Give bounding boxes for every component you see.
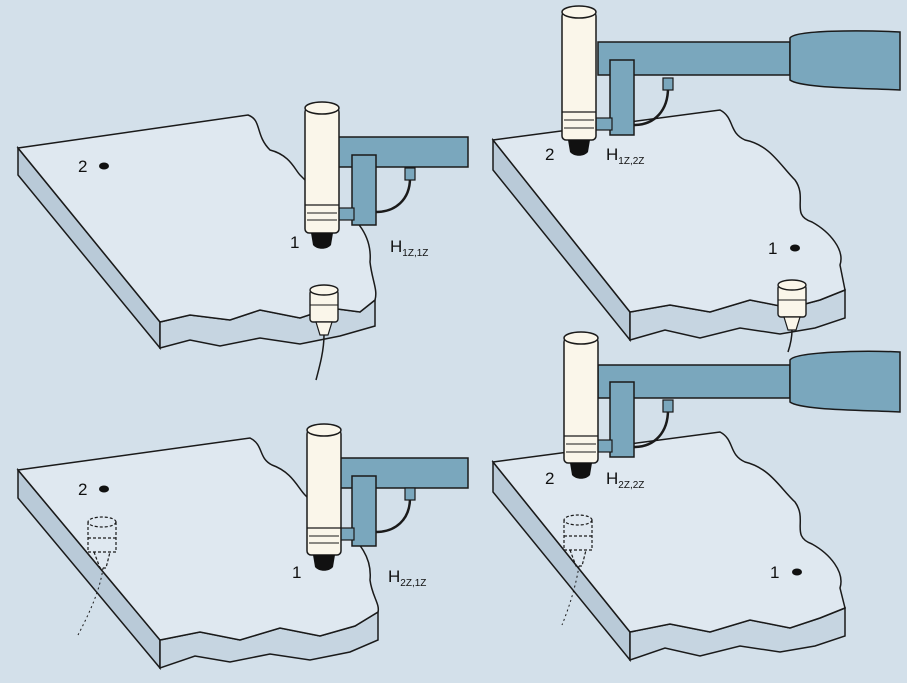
sensor-bracket: [351, 475, 377, 547]
sensor-bracket: [609, 59, 635, 136]
sensor-cable: [633, 409, 670, 449]
h-label: H1Z,1Z: [390, 237, 428, 259]
panel-2: 2 H1Z,2Z 1: [491, 5, 901, 353]
probe: [304, 101, 340, 249]
surface-plate: [491, 431, 846, 663]
point-2-label: 2: [545, 469, 554, 488]
surface-plate: [491, 109, 846, 343]
point-1-label: 1: [770, 563, 779, 582]
sensor-cable: [375, 497, 412, 534]
probe: [561, 5, 597, 156]
lower-probe: [309, 284, 339, 381]
point-1-label: 1: [768, 239, 777, 258]
panel-4: 2 H2Z,2Z 1: [491, 331, 901, 663]
point-2-marker: [99, 162, 109, 170]
sensor-cable: [375, 177, 412, 214]
point-1-label: 1: [290, 233, 299, 252]
point-2-label: 2: [78, 157, 87, 176]
h-label: H2Z,1Z: [388, 567, 426, 589]
point-2-label: 2: [545, 145, 554, 164]
point-2-marker: [99, 485, 109, 493]
panel-1: 2 1 H1Z,1Z: [16, 101, 469, 381]
point-1-marker: [790, 244, 800, 252]
probe: [563, 331, 599, 479]
handle: [789, 350, 901, 413]
point-1-label: 1: [292, 563, 301, 582]
sensor-cable: [633, 87, 670, 127]
point-1-marker: [792, 568, 802, 576]
handle: [789, 30, 901, 91]
probe: [306, 423, 342, 571]
h-label: H2Z,2Z: [606, 469, 644, 491]
panel-3: 2 1 H2Z,1Z: [16, 423, 469, 671]
sensor-bracket: [609, 381, 635, 458]
lower-probe: [777, 279, 807, 353]
h-label: H1Z,2Z: [606, 145, 644, 167]
sensor-bracket: [351, 154, 377, 226]
point-2-label: 2: [78, 480, 87, 499]
